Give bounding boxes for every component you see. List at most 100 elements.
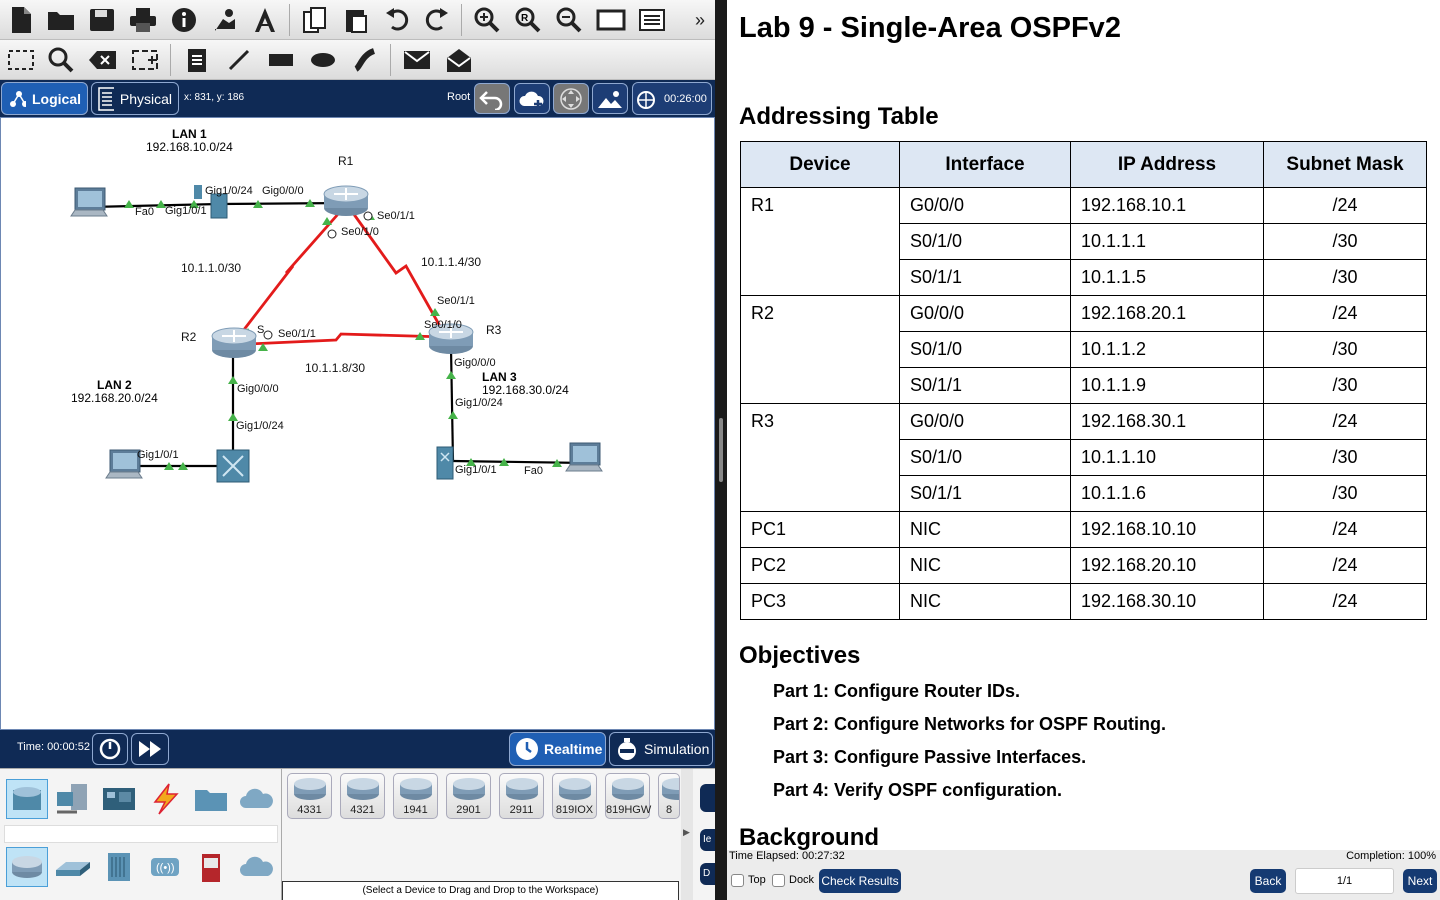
router-icon <box>558 778 591 800</box>
wan-emulation-subcategory-icon[interactable] <box>236 847 278 887</box>
check-results-button[interactable]: Check Results <box>819 869 901 893</box>
device-model-partial[interactable]: 8 <box>658 773 680 819</box>
drawing-palette-icon[interactable] <box>594 3 628 37</box>
delete-icon[interactable] <box>86 43 120 77</box>
pane-divider[interactable] <box>715 0 727 900</box>
simulation-mode-tab[interactable]: Simulation <box>609 732 713 766</box>
zoom-out-icon[interactable] <box>552 3 586 37</box>
print-icon[interactable] <box>126 3 160 37</box>
interface-cell: S0/1/1 <box>899 259 1071 296</box>
logical-view-tab[interactable]: Logical <box>1 82 88 115</box>
back-arrow-icon[interactable] <box>474 83 510 114</box>
toolbar-overflow-icon[interactable]: » <box>694 9 705 30</box>
device-cell <box>740 367 900 404</box>
side-tab-ie[interactable]: Ie <box>700 829 715 851</box>
zoom-in-icon[interactable] <box>470 3 504 37</box>
components-category-icon[interactable] <box>98 779 140 819</box>
device-cell: PC3 <box>740 583 900 620</box>
device-model-819hgw[interactable]: 819HGW <box>605 773 651 819</box>
switches-subcategory-icon[interactable] <box>52 847 94 887</box>
realtime-mode-tab[interactable]: Realtime <box>509 732 606 766</box>
dock-checkbox[interactable] <box>772 874 785 887</box>
side-tab-d[interactable]: D <box>700 863 715 885</box>
zoom-reset-icon[interactable]: R <box>511 3 545 37</box>
viewport-clock[interactable]: 00:26:00 <box>632 82 712 115</box>
ellipse-icon[interactable] <box>306 43 340 77</box>
add-pdu-icon[interactable] <box>400 43 434 77</box>
complex-pdu-icon[interactable] <box>442 43 476 77</box>
switch3-icon[interactable] <box>436 446 454 480</box>
security-subcategory-icon[interactable] <box>190 847 232 887</box>
fast-forward-button[interactable] <box>131 733 169 765</box>
main-toolbar: R » <box>0 0 715 40</box>
palette-scrollbar[interactable]: ▶ <box>681 769 693 900</box>
rectangle-icon[interactable] <box>264 43 298 77</box>
set-background-icon[interactable] <box>592 83 628 114</box>
top-checkbox[interactable] <box>731 874 744 887</box>
save-icon[interactable] <box>85 3 119 37</box>
select-icon[interactable] <box>4 43 38 77</box>
device-palette: ((•)) 4331 4321 1941 2901 2911 819IOX 81… <box>0 768 715 900</box>
copy-icon[interactable] <box>298 3 332 37</box>
freeform-icon[interactable] <box>348 43 382 77</box>
physical-view-tab[interactable]: Physical <box>91 82 179 115</box>
lab-title: Lab 9 - Single-Area OSPFv2 <box>739 12 1121 44</box>
note-icon[interactable] <box>180 43 214 77</box>
switch2-icon[interactable] <box>216 449 250 483</box>
new-cluster-icon[interactable] <box>514 83 550 114</box>
new-file-icon[interactable] <box>4 3 38 37</box>
info-icon[interactable] <box>167 3 201 37</box>
inspect-icon[interactable] <box>44 43 78 77</box>
end-devices-category-icon[interactable] <box>52 779 94 819</box>
line-icon[interactable] <box>222 43 256 77</box>
page-indicator[interactable]: 1/1 <box>1295 868 1394 894</box>
power-cycle-button[interactable] <box>92 733 128 765</box>
custom-device-icon[interactable] <box>635 3 669 37</box>
resize-icon[interactable] <box>128 43 162 77</box>
network-devices-category-icon[interactable] <box>6 779 48 819</box>
simulation-stopwatch-icon <box>618 738 636 760</box>
port-label: Se0/1/1 <box>377 210 415 222</box>
router-r1-icon[interactable] <box>323 185 369 217</box>
instructions-pane: Lab 9 - Single-Area OSPFv2 Addressing Ta… <box>727 0 1440 850</box>
hubs-subcategory-icon[interactable] <box>98 847 140 887</box>
device-model-4331[interactable]: 4331 <box>287 773 332 819</box>
elapsed-time: Time: 00:00:52 <box>17 741 90 753</box>
switch1-icon[interactable] <box>194 185 228 219</box>
link-r1-r3-label: 10.1.1.4/30 <box>421 255 482 269</box>
wireless-subcategory-icon[interactable]: ((•)) <box>144 847 186 887</box>
ip-address-cell: 10.1.1.9 <box>1070 367 1264 404</box>
root-label: Root <box>447 91 471 103</box>
port-label: Se0/1/0 <box>341 226 379 238</box>
connections-category-icon[interactable] <box>144 779 186 819</box>
device-cell: PC2 <box>740 547 900 584</box>
device-model-2911[interactable]: 2911 <box>499 773 544 819</box>
misc-category-icon[interactable] <box>190 779 232 819</box>
routers-subcategory-icon[interactable] <box>6 847 48 887</box>
interface-cell: S0/1/1 <box>899 475 1071 512</box>
device-model-819iox[interactable]: 819IOX <box>552 773 597 819</box>
open-folder-icon[interactable] <box>44 3 78 37</box>
device-model-1941[interactable]: 1941 <box>393 773 438 819</box>
subnet-mask-cell: /30 <box>1263 367 1427 404</box>
multiuser-category-icon[interactable] <box>236 779 278 819</box>
pc1-icon[interactable] <box>70 187 108 217</box>
side-panel-tab[interactable] <box>700 784 715 812</box>
move-object-icon[interactable] <box>553 83 589 114</box>
router-r2-icon[interactable] <box>211 327 257 359</box>
network-info-icon[interactable] <box>248 3 282 37</box>
pc3-icon[interactable] <box>565 442 603 472</box>
subnet-mask-cell: /30 <box>1263 259 1427 296</box>
back-button[interactable]: Back <box>1250 869 1286 893</box>
activity-wizard-icon[interactable] <box>208 3 242 37</box>
next-button[interactable]: Next <box>1403 869 1437 893</box>
undo-icon[interactable] <box>380 3 414 37</box>
paste-icon[interactable] <box>339 3 373 37</box>
device-model-2901[interactable]: 2901 <box>446 773 491 819</box>
logical-topology-icon <box>10 90 26 107</box>
device-model-4321[interactable]: 4321 <box>340 773 385 819</box>
redo-icon[interactable] <box>420 3 454 37</box>
